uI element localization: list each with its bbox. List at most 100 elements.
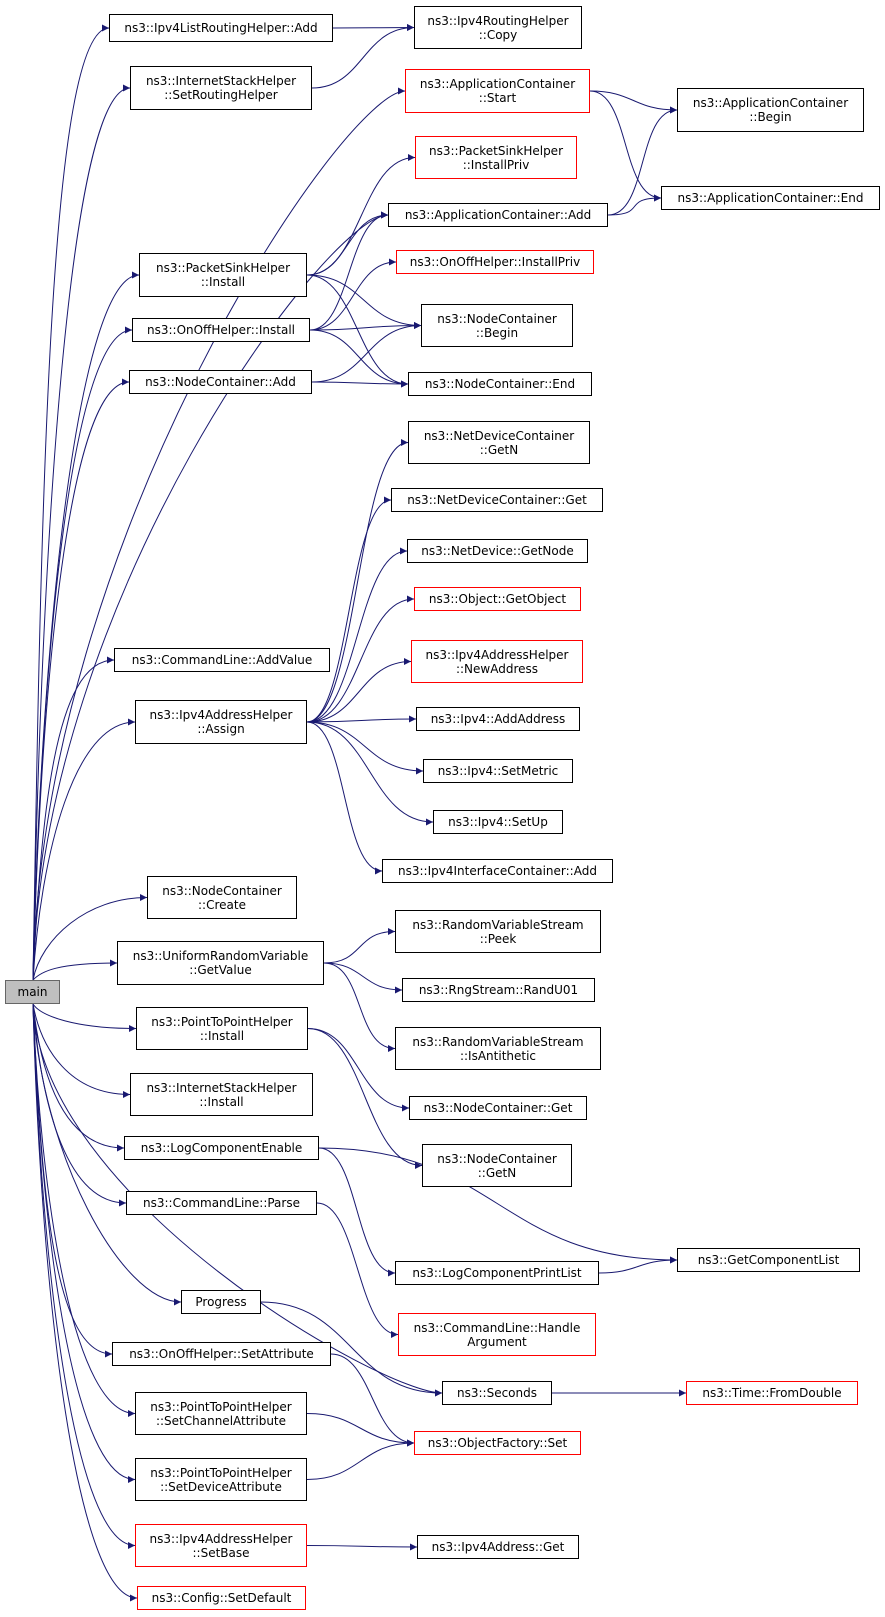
node-nc-begin[interactable]: ns3::NodeContainer::Begin <box>421 304 573 347</box>
node-ac-add[interactable]: ns3::ApplicationContainer::Add <box>388 203 608 227</box>
node-label: ns3::CommandLine::Handle <box>413 1320 581 1335</box>
node-label: ns3::Ipv4AddressHelper <box>425 647 569 662</box>
edge-iah-assign-to-ipv4-setup <box>306 721 434 826</box>
node-label: ns3::ObjectFactory::Set <box>427 1436 568 1450</box>
node-ooh-installpriv[interactable]: ns3::OnOffHelper::InstallPriv <box>396 250 594 274</box>
edge-main-to-progress <box>32 1003 182 1306</box>
node-label: ns3::PointToPointHelper <box>151 1014 293 1029</box>
edge-main-to-ac-add <box>32 211 389 981</box>
edge-main-to-p2p-install <box>32 1003 137 1032</box>
node-label: ::Assign <box>197 722 245 736</box>
node-label: Argument <box>467 1334 527 1349</box>
node-cfg-setdefault[interactable]: ns3::Config::SetDefault <box>137 1586 306 1610</box>
node-label: ns3::Ipv4::SetUp <box>448 815 548 829</box>
node-of-set[interactable]: ns3::ObjectFactory::Set <box>414 1431 581 1455</box>
node-cl-addvalue[interactable]: ns3::CommandLine::AddValue <box>114 648 330 672</box>
node-ac-start[interactable]: ns3::ApplicationContainer::Start <box>405 69 590 113</box>
node-label: ns3::PointToPointHelper <box>150 1399 292 1414</box>
node-label: ns3::RngStream::RandU01 <box>418 983 579 997</box>
edge-main-to-ac-start <box>32 87 406 981</box>
node-label: ns3::Ipv4RoutingHelper <box>427 13 569 28</box>
edge-iah-assign-to-iic-add <box>306 721 383 875</box>
node-progress[interactable]: Progress <box>181 1290 261 1314</box>
node-lrh-add[interactable]: ns3::Ipv4ListRoutingHelper::Add <box>109 14 333 42</box>
node-rvs-peek[interactable]: ns3::RandomVariableStream::Peek <box>395 910 601 953</box>
node-obj-getobject[interactable]: ns3::Object::GetObject <box>414 587 581 611</box>
node-ac-end[interactable]: ns3::ApplicationContainer::End <box>661 186 880 210</box>
node-psh-install[interactable]: ns3::PacketSinkHelper::Install <box>139 253 307 297</box>
node-label: ns3::Seconds <box>457 1386 537 1400</box>
node-label: ::InstallPriv <box>462 157 530 172</box>
node-label: ::SetDeviceAttribute <box>160 1479 282 1494</box>
node-iic-add[interactable]: ns3::Ipv4InterfaceContainer::Add <box>382 859 613 883</box>
node-iah-assign[interactable]: ns3::Ipv4AddressHelper::Assign <box>135 700 307 744</box>
node-label: ns3::Ipv4ListRoutingHelper::Add <box>124 21 318 35</box>
node-label: ::SetBase <box>192 1545 250 1560</box>
edge-main-to-lce <box>32 1003 125 1152</box>
node-label: ns3::NodeContainer::Get <box>423 1101 573 1115</box>
edge-ac-add-to-ac-end <box>607 194 662 216</box>
node-label: ::SetChannelAttribute <box>155 1413 287 1428</box>
node-ish-install[interactable]: ns3::InternetStackHelper::Install <box>130 1073 313 1116</box>
edge-main-to-iah-assign <box>32 718 136 981</box>
node-label: ns3::NodeContainer <box>437 311 557 326</box>
node-label: ns3::InternetStackHelper <box>145 74 297 88</box>
node-nd-getnode[interactable]: ns3::NetDevice::GetNode <box>407 539 588 563</box>
edge-iah-assign-to-ipv4-addaddress <box>306 715 417 723</box>
node-nc-get[interactable]: ns3::NodeContainer::Get <box>409 1096 587 1120</box>
node-p2p-setdev[interactable]: ns3::PointToPointHelper::SetDeviceAttrib… <box>135 1458 307 1501</box>
node-ndc-get[interactable]: ns3::NetDeviceContainer::Get <box>391 488 603 512</box>
edge-ac-start-to-ac-begin <box>589 90 678 114</box>
node-lce[interactable]: ns3::LogComponentEnable <box>124 1136 319 1160</box>
node-ipv4-addaddress[interactable]: ns3::Ipv4::AddAddress <box>416 707 580 731</box>
node-ipv4-setup[interactable]: ns3::Ipv4::SetUp <box>433 810 563 834</box>
node-label: ::NewAddress <box>455 661 539 676</box>
node-label: ns3::NetDevice::GetNode <box>421 544 574 558</box>
node-urv-getvalue[interactable]: ns3::UniformRandomVariable::GetValue <box>117 941 324 985</box>
node-rvs-isanti[interactable]: ns3::RandomVariableStream::IsAntithetic <box>395 1027 601 1070</box>
edge-lcpl-to-getcomplist <box>598 1256 678 1274</box>
node-label: main <box>17 985 48 999</box>
node-rh-copy[interactable]: ns3::Ipv4RoutingHelper::Copy <box>414 6 582 49</box>
node-psh-installpriv[interactable]: ns3::PacketSinkHelper::InstallPriv <box>415 136 577 179</box>
edge-iah-assign-to-iah-newaddress <box>306 658 412 723</box>
node-nc-create[interactable]: ns3::NodeContainer::Create <box>147 876 297 919</box>
node-ish-setrouting[interactable]: ns3::InternetStackHelper::SetRoutingHelp… <box>130 66 312 110</box>
node-label: ns3::NodeContainer <box>437 1151 557 1166</box>
node-label: ns3::UniformRandomVariable <box>132 949 309 963</box>
node-label: ::Start <box>478 91 517 105</box>
node-ipv4-setmetric[interactable]: ns3::Ipv4::SetMetric <box>423 759 573 783</box>
edge-iah-assign-to-obj-getobject <box>306 595 415 723</box>
node-label: ns3::Ipv4::AddAddress <box>430 712 566 726</box>
node-iah-setbase[interactable]: ns3::Ipv4AddressHelper::SetBase <box>135 1524 307 1567</box>
node-nc-end[interactable]: ns3::NodeContainer::End <box>408 372 592 396</box>
node-nc-getn[interactable]: ns3::NodeContainer::GetN <box>422 1144 572 1187</box>
node-label: ns3::GetComponentList <box>697 1253 840 1267</box>
node-lcpl[interactable]: ns3::LogComponentPrintList <box>395 1261 599 1285</box>
node-p2p-setchan[interactable]: ns3::PointToPointHelper::SetChannelAttri… <box>135 1392 307 1435</box>
node-label: ns3::ApplicationContainer <box>692 96 849 110</box>
node-label: ns3::Ipv4InterfaceContainer::Add <box>398 864 597 878</box>
node-label: ns3::ApplicationContainer <box>419 77 576 91</box>
node-label: ns3::CommandLine::Parse <box>143 1196 300 1210</box>
node-iah-newaddress[interactable]: ns3::Ipv4AddressHelper::NewAddress <box>411 640 583 683</box>
node-ac-begin[interactable]: ns3::ApplicationContainer::Begin <box>677 88 864 132</box>
node-ipv4addr-get[interactable]: ns3::Ipv4Address::Get <box>417 1535 579 1559</box>
node-time-fromdouble[interactable]: ns3::Time::FromDouble <box>686 1381 858 1405</box>
node-rng-randu01[interactable]: ns3::RngStream::RandU01 <box>402 978 595 1002</box>
edge-main-to-iah-setbase <box>32 1003 136 1549</box>
node-seconds[interactable]: ns3::Seconds <box>442 1381 552 1405</box>
node-label: ns3::LogComponentEnable <box>140 1141 303 1155</box>
node-label: ::GetN <box>479 442 519 457</box>
node-label: ::GetValue <box>189 963 252 977</box>
node-ndc-getn[interactable]: ns3::NetDeviceContainer::GetN <box>408 421 590 464</box>
node-getcomplist[interactable]: ns3::GetComponentList <box>677 1248 860 1272</box>
node-ooh-install[interactable]: ns3::OnOffHelper::Install <box>132 318 310 342</box>
node-p2p-install[interactable]: ns3::PointToPointHelper::Install <box>136 1007 308 1050</box>
node-cl-parse[interactable]: ns3::CommandLine::Parse <box>126 1191 317 1215</box>
node-label: ::Begin <box>475 325 519 340</box>
node-nc-add[interactable]: ns3::NodeContainer::Add <box>129 370 312 394</box>
edge-p2p-install-to-nc-get <box>307 1028 410 1112</box>
node-ooh-setattr[interactable]: ns3::OnOffHelper::SetAttribute <box>112 1342 331 1366</box>
